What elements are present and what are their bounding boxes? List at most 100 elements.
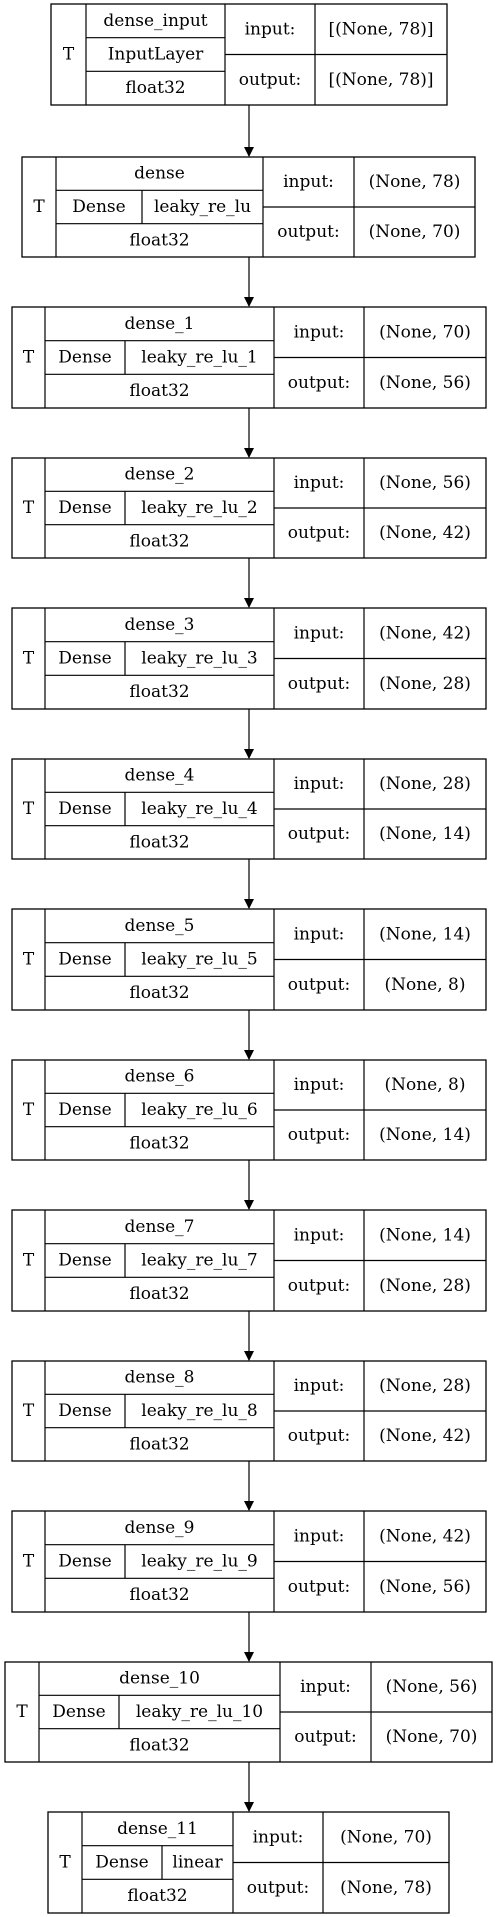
output-shape: (None, 56): [379, 373, 471, 393]
layer-flag: T: [16, 1702, 28, 1722]
input-label: input:: [294, 1075, 345, 1095]
input-shape: (None, 28): [379, 1376, 471, 1396]
output-label: output:: [288, 1426, 350, 1446]
layer-dtype: float32: [125, 78, 185, 98]
layer-name: dense_1: [125, 314, 195, 334]
layer-flag: T: [23, 348, 35, 368]
layer-flag: T: [33, 197, 45, 217]
layer-type: Dense: [58, 950, 111, 970]
layer-flag: T: [23, 1552, 35, 1572]
output-shape: (None, 28): [379, 674, 471, 694]
output-label: output:: [239, 70, 301, 90]
layer-activation: leaky_re_lu_4: [141, 799, 257, 819]
layer-name: dense_5: [125, 916, 195, 936]
layer-flag: T: [23, 649, 35, 669]
layer-activation: linear: [172, 1853, 223, 1873]
output-shape: (None, 70): [369, 222, 461, 242]
input-label: input:: [253, 1827, 304, 1847]
output-label: output:: [277, 222, 339, 242]
layer-activation: leaky_re_lu_5: [141, 950, 257, 970]
input-label: input:: [294, 1526, 345, 1546]
layer-activation: leaky_re_lu_7: [141, 1251, 257, 1271]
layer-type: Dense: [58, 1401, 111, 1421]
layer-dtype: float32: [129, 531, 189, 551]
output-label: output:: [288, 1276, 350, 1296]
input-shape: (None, 70): [379, 322, 471, 342]
output-shape: (None, 14): [379, 824, 471, 844]
output-label: output:: [294, 1727, 356, 1747]
output-shape: (None, 42): [379, 1426, 471, 1446]
input-shape: (None, 42): [379, 623, 471, 643]
layer-type: Dense: [58, 649, 111, 669]
output-shape: (None, 28): [379, 1276, 471, 1296]
layer-dtype: float32: [129, 1585, 189, 1605]
layer-flag: T: [23, 1251, 35, 1271]
layer-flag: T: [63, 45, 75, 65]
input-label: input:: [294, 623, 345, 643]
input-shape: [(None, 78)]: [328, 19, 433, 39]
input-label: input:: [294, 1376, 345, 1396]
input-label: input:: [294, 322, 345, 342]
layer-activation: leaky_re_lu_10: [136, 1702, 263, 1722]
output-shape: (None, 70): [386, 1727, 478, 1747]
input-shape: (None, 8): [384, 1075, 465, 1095]
input-shape: (None, 28): [379, 774, 471, 794]
layer-activation: leaky_re_lu_1: [141, 348, 257, 368]
layer-type: Dense: [58, 1100, 111, 1120]
layer-activation: leaky_re_lu_3: [141, 649, 257, 669]
input-shape: (None, 14): [379, 1225, 471, 1245]
output-label: output:: [288, 674, 350, 694]
layer-type: Dense: [58, 1552, 111, 1572]
layer-name: dense_10: [119, 1669, 200, 1689]
output-label: output:: [288, 1125, 350, 1145]
layer-name: dense_4: [125, 766, 195, 786]
layer-type: Dense: [72, 197, 125, 217]
layer-activation: leaky_re_lu_8: [141, 1401, 257, 1421]
output-label: output:: [247, 1878, 309, 1898]
layer-flag: T: [23, 950, 35, 970]
layer-name: dense: [134, 164, 185, 184]
input-label: input:: [294, 774, 345, 794]
input-shape: (None, 56): [386, 1677, 478, 1697]
layer-name: dense_7: [125, 1217, 195, 1237]
layer-activation: leaky_re_lu_9: [141, 1552, 257, 1572]
layer-flag: T: [23, 1100, 35, 1120]
input-shape: (None, 42): [379, 1526, 471, 1546]
output-label: output:: [288, 824, 350, 844]
output-shape: (None, 14): [379, 1125, 471, 1145]
layer-flag: T: [23, 1401, 35, 1421]
layer-flag: T: [23, 498, 35, 518]
output-shape: [(None, 78)]: [328, 70, 433, 90]
layer-flag: T: [59, 1853, 71, 1873]
layer-type: Dense: [58, 498, 111, 518]
layer-type: Dense: [58, 799, 111, 819]
layer-dtype: float32: [129, 1133, 189, 1153]
output-shape: (None, 8): [384, 975, 465, 995]
layer-type: Dense: [58, 348, 111, 368]
output-shape: (None, 78): [340, 1878, 432, 1898]
layer-type: Dense: [95, 1853, 148, 1873]
layer-name: dense_input: [103, 11, 207, 31]
output-label: output:: [288, 1577, 350, 1597]
input-label: input:: [294, 473, 345, 493]
input-label: input:: [245, 19, 296, 39]
layer-dtype: float32: [129, 1735, 189, 1755]
input-shape: (None, 78): [369, 172, 461, 192]
input-shape: (None, 56): [379, 473, 471, 493]
layer-name: dense_11: [117, 1819, 198, 1839]
layer-dtype: float32: [129, 230, 189, 250]
input-label: input:: [294, 1225, 345, 1245]
layer-name: dense_2: [125, 465, 195, 485]
layer-dtype: float32: [129, 381, 189, 401]
layer-activation: leaky_re_lu_6: [141, 1100, 257, 1120]
output-shape: (None, 42): [379, 523, 471, 543]
